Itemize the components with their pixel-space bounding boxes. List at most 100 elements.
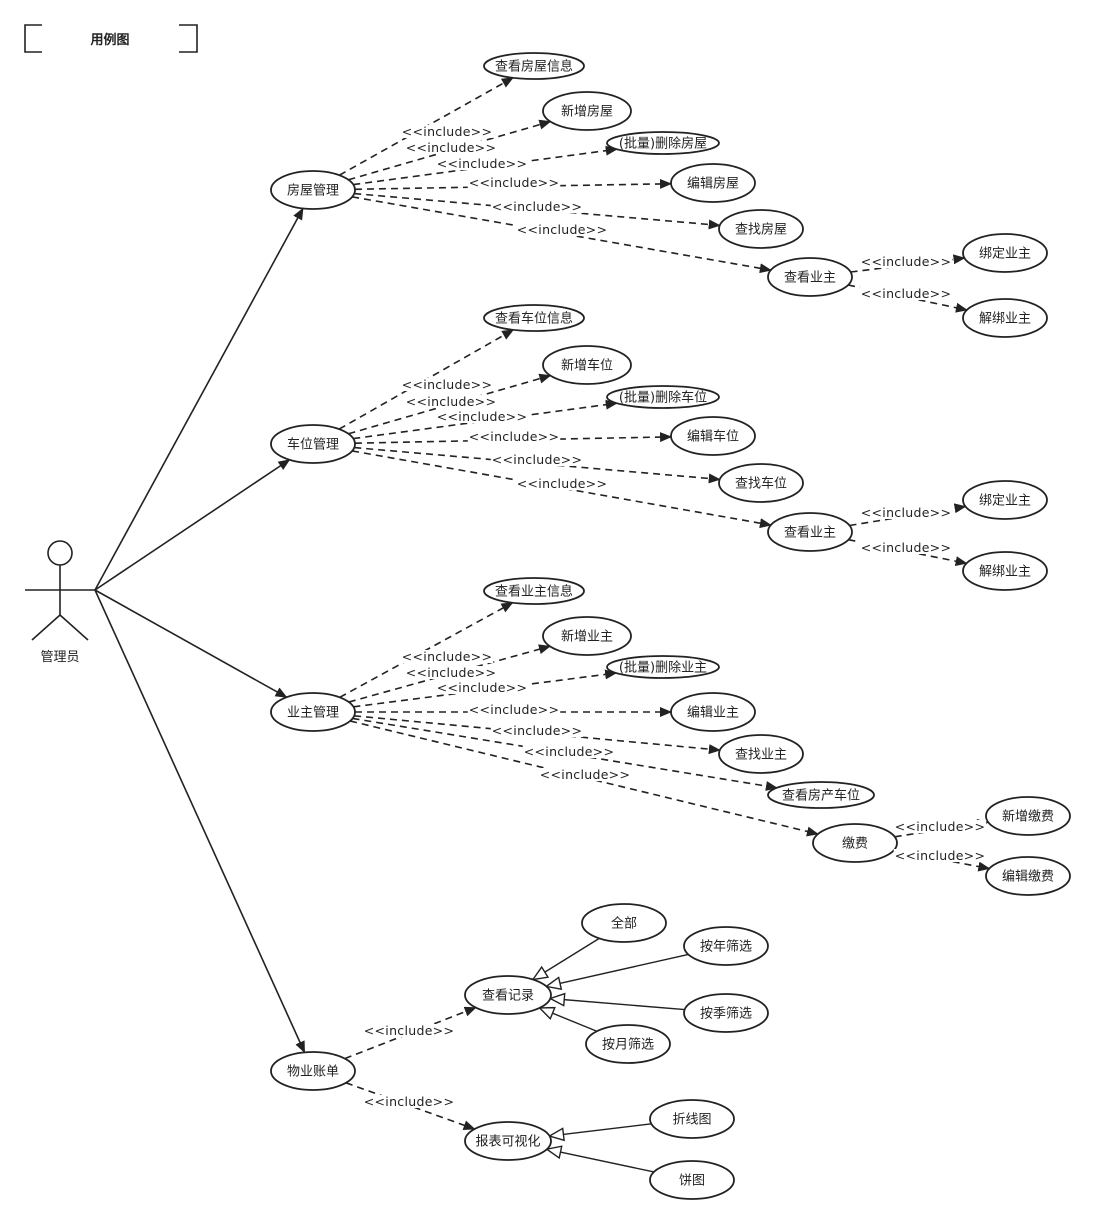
use-case-ellipse [585, 1024, 671, 1064]
use-case-h-owner[interactable]: 查看业主 [767, 257, 853, 297]
include-label-bg [893, 849, 987, 862]
use-case-b-quarter[interactable]: 按季筛选 [683, 993, 769, 1033]
use-case-p-unbind[interactable]: 解绑业主 [962, 551, 1048, 591]
use-case-house-mgmt[interactable]: 房屋管理 [270, 170, 356, 210]
include-label-bg [490, 453, 584, 466]
include-label: <<include>> [861, 286, 951, 301]
use-case-ellipse [270, 424, 356, 464]
use-case-ellipse [581, 903, 667, 943]
actor-name: 管理员 [40, 650, 79, 665]
include-label: <<include>> [402, 649, 492, 664]
use-case-label: 新增业主 [561, 629, 613, 645]
use-case-o-edit[interactable]: 编辑业主 [670, 692, 756, 732]
use-case-o-add[interactable]: 新增业主 [542, 616, 632, 656]
use-case-owner-mgmt[interactable]: 业主管理 [270, 692, 356, 732]
use-case-h-view[interactable]: 查看房屋信息 [483, 52, 585, 80]
use-case-p-edit[interactable]: 编辑车位 [670, 416, 756, 456]
include-label-bg [859, 506, 953, 519]
use-case-label: (批量)删除业主 [619, 661, 707, 676]
association-owner-mgmt [94, 589, 288, 698]
use-case-p-del[interactable]: (批量)删除车位 [606, 385, 720, 409]
use-case-b-year[interactable]: 按年筛选 [683, 926, 769, 966]
include-label: <<include>> [406, 665, 496, 680]
use-case-ellipse [962, 233, 1048, 273]
use-case-o-pay-edit[interactable]: 编辑缴费 [985, 856, 1071, 896]
use-case-b-month[interactable]: 按月筛选 [585, 1024, 671, 1064]
include-relations [338, 77, 991, 1131]
use-case-ellipse [483, 304, 585, 332]
use-case-o-find[interactable]: 查找业主 [718, 734, 804, 774]
use-case-label: 车位管理 [287, 437, 339, 453]
use-case-h-unbind[interactable]: 解绑业主 [962, 298, 1048, 338]
use-case-ellipse [962, 480, 1048, 520]
include-label-bg [362, 1095, 456, 1108]
use-case-h-del[interactable]: (批量)删除房屋 [606, 131, 720, 155]
frame-title: 用例图 [89, 32, 129, 48]
use-case-p-view[interactable]: 查看车位信息 [483, 304, 585, 332]
use-case-h-find[interactable]: 查找房屋 [718, 209, 804, 249]
use-case-ellipse [542, 616, 632, 656]
include-label-bg [859, 287, 953, 300]
include-edge-parking-mgmt-to-p-owner [351, 450, 772, 529]
use-case-b-records[interactable]: 查看记录 [464, 975, 552, 1015]
include-label: <<include>> [364, 1094, 454, 1109]
use-case-label: 查找房屋 [735, 222, 787, 238]
association-house-mgmt [94, 207, 304, 591]
use-case-ellipse [767, 781, 875, 809]
generalization-edge-b-year [546, 953, 689, 986]
use-case-o-del[interactable]: (批量)删除业主 [606, 655, 720, 679]
actor-admin: 管理员 [25, 540, 95, 665]
use-case-ellipse [606, 131, 720, 155]
include-label-bg [467, 430, 561, 443]
use-case-o-pay[interactable]: 缴费 [812, 823, 898, 863]
include-edge-bill-to-b-report [345, 1082, 476, 1131]
use-case-p-find[interactable]: 查找车位 [718, 463, 804, 503]
use-case-label: 业主管理 [287, 706, 339, 721]
include-label: <<include>> [540, 767, 630, 782]
use-case-b-all[interactable]: 全部 [581, 903, 667, 943]
include-label: <<include>> [492, 723, 582, 738]
use-case-label: 解绑业主 [979, 565, 1031, 580]
use-case-label: 按年筛选 [700, 940, 752, 955]
use-case-p-bind[interactable]: 绑定业主 [962, 480, 1048, 520]
include-label: <<include>> [469, 429, 559, 444]
use-case-p-owner[interactable]: 查看业主 [767, 512, 853, 552]
use-case-label: (批量)删除车位 [619, 390, 707, 406]
use-case-o-pay-add[interactable]: 新增缴费 [985, 796, 1071, 836]
use-case-ellipse [718, 463, 804, 503]
include-label: <<include>> [861, 540, 951, 555]
use-case-bill[interactable]: 物业账单 [270, 1051, 356, 1091]
use-case-label: 按月筛选 [602, 1038, 654, 1053]
include-label: <<include>> [492, 452, 582, 467]
use-case-o-view[interactable]: 查看业主信息 [483, 577, 585, 605]
use-case-h-add[interactable]: 新增房屋 [542, 91, 632, 131]
use-case-b-pie[interactable]: 饼图 [649, 1160, 735, 1200]
include-label-bg [400, 650, 494, 663]
use-case-ellipse [767, 257, 853, 297]
include-label-bg [515, 223, 609, 236]
use-case-h-edit[interactable]: 编辑房屋 [670, 163, 756, 203]
use-case-ellipse [670, 692, 756, 732]
include-label: <<include>> [861, 254, 951, 269]
use-case-label: 查找业主 [735, 748, 787, 763]
use-case-label: 房屋管理 [287, 183, 339, 199]
use-case-p-add[interactable]: 新增车位 [542, 345, 632, 385]
include-label: <<include>> [364, 1023, 454, 1038]
use-case-ellipse [683, 993, 769, 1033]
use-case-label: 编辑车位 [687, 429, 739, 445]
use-case-ellipse [985, 796, 1071, 836]
use-case-h-bind[interactable]: 绑定业主 [962, 233, 1048, 273]
use-case-parking-mgmt[interactable]: 车位管理 [270, 424, 356, 464]
generalization-relations [533, 937, 689, 1173]
include-label-bg [400, 378, 494, 391]
use-case-ellipse [483, 52, 585, 80]
include-label-bg [467, 176, 561, 189]
use-case-label: 绑定业主 [979, 494, 1031, 509]
use-case-label: 查看房屋信息 [495, 59, 573, 75]
association-parking-mgmt [94, 459, 291, 591]
use-case-b-line[interactable]: 折线图 [649, 1099, 735, 1139]
include-label: <<include>> [517, 222, 607, 237]
use-case-b-report[interactable]: 报表可视化 [464, 1121, 552, 1161]
use-case-o-prop[interactable]: 查看房产车位 [767, 781, 875, 809]
include-label: <<include>> [469, 175, 559, 190]
